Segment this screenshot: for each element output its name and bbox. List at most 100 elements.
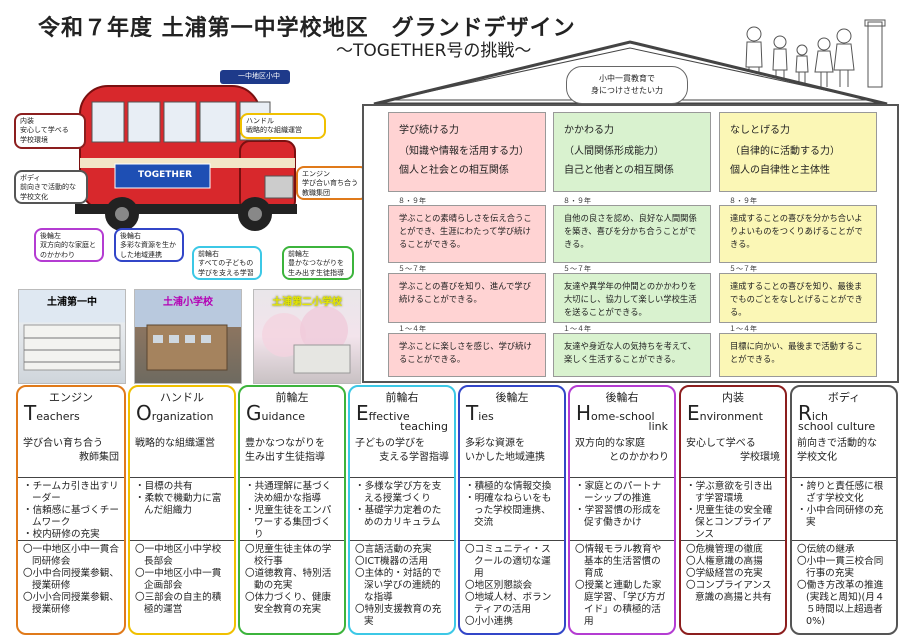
callout-text: 教職集団 xyxy=(302,188,330,197)
role-line: いかした地域連携 xyxy=(465,452,545,463)
capability-sub: （人間関係形成能力） xyxy=(564,146,664,157)
page-subtitle: ～TOGETHER号の挑戦～ xyxy=(336,41,532,61)
school-photo-3: 土浦第二小学校 xyxy=(253,289,361,384)
column-initiatives: 〇一中地区小中学校長部会 〇一中地区小中一貫企画部会 〇三部会の自主的積極的運営 xyxy=(130,541,234,619)
initiative-item: 〇小中一貫三校合同行事の充実 xyxy=(797,556,884,579)
initiative-item: 〇一中地区小中一貫合同研修会 xyxy=(23,544,119,567)
bullet-item: ・家庭とのパートナーシップの推進 xyxy=(575,481,662,504)
callout-text: 生み出す生徒指導 xyxy=(288,268,344,277)
goal-box: 目標に向かい、最後まで活動することができる。 xyxy=(719,333,877,377)
role-line: 学校環境 xyxy=(740,452,780,463)
keyword-rest: link xyxy=(648,420,668,433)
callout-handle: ハンドル 戦略的な組織運営 xyxy=(240,113,326,139)
initiative-item: 〇伝統の継承 xyxy=(797,544,855,555)
capability-title: なしとげる力 xyxy=(730,125,790,136)
callout-front-right: 前輪右 すべての子どもの 学びを支える学習 xyxy=(192,246,262,280)
school-photo-2: 土浦小学校 xyxy=(134,289,242,384)
keyword-initial: T xyxy=(466,401,479,425)
callout-text: 前輪左 xyxy=(288,250,309,258)
grade-label: １～４年 xyxy=(398,325,426,333)
keyword-initial: R xyxy=(798,401,812,425)
role-line: 生み出す生徒指導 xyxy=(245,452,325,463)
column-environment: 内装 Environment 安心して学べる学校環境 ・学ぶ意欲を引き出す学習環… xyxy=(679,385,787,635)
grade-label: ５～７年 xyxy=(398,265,426,273)
goal-box: 学ぶことに楽しさを感じ、学び続けることができる。 xyxy=(388,333,546,377)
callout-text: 後輪左 xyxy=(40,232,61,240)
callout-text: 豊かなつながりを xyxy=(288,259,344,268)
role-line: 安心して学べる xyxy=(686,438,756,449)
initiative-item: 〇主体的・対話的で深い学びの連続的な指導 xyxy=(355,568,442,603)
initiative-item: 〇危機管理の徹底 xyxy=(686,544,763,555)
initiative-item: 〇地区別懇談会 xyxy=(465,580,533,591)
callout-text: 双方向的な家庭と xyxy=(40,241,96,250)
photo-caption: 土浦小学校 xyxy=(163,297,213,308)
role-line: 学び合い育ち合う xyxy=(23,438,103,449)
initiative-item: 〇一中地区小中一貫企画部会 xyxy=(135,568,222,591)
building-illustration xyxy=(146,324,228,371)
column-ties: 後輪左 Ties 多彩な資源をいかした地域連携 ・積極的な情報交換 ・明確なねら… xyxy=(458,385,566,635)
grade-label: １～４年 xyxy=(729,325,757,333)
goal-box: 達成することの喜びを分かち合いよりよいものをつくりあげることができる。 xyxy=(719,205,877,263)
bullet-item: ・小中合同研修の充実 xyxy=(797,505,884,528)
initiative-item: 〇一中地区小中学校長部会 xyxy=(135,544,222,567)
initiative-item: 〇地域人材、ボランティアの活用 xyxy=(465,592,552,615)
goal-box: 友達や身近な人の気持ちを考えて、楽しく生活することができる。 xyxy=(553,333,711,377)
keyword-initial: G xyxy=(246,401,262,425)
column-part: 後輪右 xyxy=(605,391,639,404)
initiative-item: 〇三部会の自主的積極的運営 xyxy=(135,592,222,615)
column-role: 双方向的な家庭とのかかわり xyxy=(570,437,674,471)
goal-box: 友達や異学年の仲間とのかかわりを大切にし、協力して楽しい学校生活を送ることができ… xyxy=(553,273,711,323)
photo-caption: 土浦第二小学校 xyxy=(272,297,342,308)
keyword-rest: nvironment xyxy=(699,410,763,423)
bullet-item: ・基礎学力定着のためのカリキュラム xyxy=(355,505,442,528)
column-role: 前向きで活動的な学校文化 xyxy=(792,437,896,471)
capability-relating: かかわる力 （人間関係形成能力） 自己と他者との相互関係 xyxy=(553,112,711,192)
column-initiatives: 〇情報モラル教育や基本的生活習慣の育成 〇授業と連動した家庭学習、「学び方ガイド… xyxy=(570,541,674,631)
capability-desc: 個人の自律性と主体性 xyxy=(730,165,830,176)
callout-text: 学校文化 xyxy=(20,192,48,201)
keyword-rest: ome-school xyxy=(591,410,655,423)
grade-label: ５～７年 xyxy=(563,265,591,273)
callout-text: 学校環境 xyxy=(20,135,48,144)
capability-desc: 個人と社会との相互関係 xyxy=(399,165,509,176)
column-role: 多彩な資源をいかした地域連携 xyxy=(460,437,564,471)
column-part: 内装 xyxy=(722,391,744,404)
initiative-item: 〇学級経営の充実 xyxy=(686,568,763,579)
roof-label-line: 小中一貫教育で xyxy=(599,74,655,83)
callout-text: のかかわり xyxy=(40,250,75,259)
role-line: 学校文化 xyxy=(797,452,837,463)
initiative-item: 〇言語活動の充実 xyxy=(355,544,432,555)
callout-body: ボディ 前向きで活動的な 学校文化 xyxy=(14,170,88,204)
column-initiatives: 〇言語活動の充実 〇ICT機器の活用 〇主体的・対話的で深い学びの連続的な指導 … xyxy=(350,541,454,631)
callout-text: 後輪右 xyxy=(120,232,141,240)
keyword-initial: O xyxy=(136,401,152,425)
keyword-rest: teaching xyxy=(400,420,448,433)
role-line: 双方向的な家庭 xyxy=(575,438,645,449)
column-guidance: 前輪左 Guidance 豊かなつながりを生み出す生徒指導 ・共通理解に基づく決… xyxy=(238,385,346,635)
column-bullets: ・学ぶ意欲を引き出す学習環境 ・児童生徒の安全確保とコンプライアンス xyxy=(681,477,785,541)
bullet-item: ・チームカ引き出すリーダー xyxy=(23,481,119,504)
bullet-item: ・積極的な情報交換 xyxy=(465,481,552,492)
column-part: ハンドル xyxy=(160,391,204,404)
capability-desc: 自己と他者との相互関係 xyxy=(564,165,674,176)
keyword-rest: uidance xyxy=(261,410,306,423)
callout-rear-right: 後輪右 多彩な資源を生か した地域連携 xyxy=(114,228,184,262)
column-keyword: Guidance xyxy=(240,403,344,433)
grade-label: ８・９年 xyxy=(729,197,757,205)
callout-text: エンジン xyxy=(302,170,330,178)
capability-sub: （知識や情報を活用する力） xyxy=(399,146,529,157)
column-part: エンジン xyxy=(49,391,93,404)
column-role: 豊かなつながりを生み出す生徒指導 xyxy=(240,437,344,471)
role-line: 教師集団 xyxy=(79,452,119,463)
children-illustration xyxy=(745,19,886,88)
photo-caption: 土浦第一中 xyxy=(47,297,97,308)
initiative-item: 〇体力づくり、健康安全教育の充実 xyxy=(245,592,331,615)
column-role: 子どもの学びを支える学習指導 xyxy=(350,437,454,471)
grade-label: １～４年 xyxy=(563,325,591,333)
bullet-item: ・学習習慣の形成を促す働きかけ xyxy=(575,505,662,528)
goal-box: 達成することの喜びを知り、最後までものごとをなしとげることができる。 xyxy=(719,273,877,323)
together-bus xyxy=(75,70,297,231)
